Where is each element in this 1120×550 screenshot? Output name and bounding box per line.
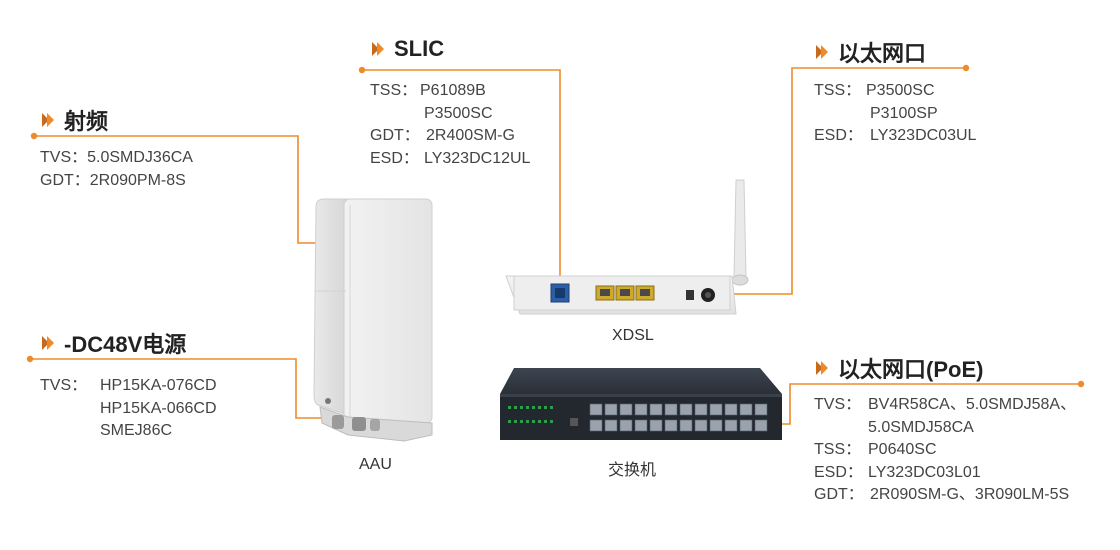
switch-port xyxy=(604,403,618,416)
chevron-right-icon xyxy=(40,335,56,351)
switch-port xyxy=(679,419,693,432)
chevron-right-icon xyxy=(40,112,56,128)
switch-port xyxy=(709,403,723,416)
switch-port xyxy=(634,419,648,432)
dc-section-title: -DC48V电源 xyxy=(40,327,186,359)
spec-label: TVS： xyxy=(814,396,862,413)
spec-row: TSS： P3500SC P3100SP xyxy=(814,80,976,125)
spec-value: BV4R58CA、5.0SMDJ58A、 xyxy=(868,396,1077,413)
aau-caption: AAU xyxy=(359,456,392,473)
spec-row: TVS： 5.0SMDJ36CA xyxy=(40,147,193,170)
eth-section-title: 以太网口 xyxy=(814,36,926,68)
spec-label: GDT： xyxy=(814,486,864,503)
spec-value: P61089B xyxy=(420,82,486,99)
spec-label: ESD： xyxy=(814,127,863,144)
spec-value: 5.0SMDJ36CA xyxy=(87,149,193,166)
switch-port xyxy=(649,403,663,416)
switch-port xyxy=(694,419,708,432)
spec-row: ESD： LY323DC03L01 xyxy=(814,462,1076,485)
slic-title-text: SLIC xyxy=(394,36,445,61)
spec-value: P0640SC xyxy=(868,441,937,458)
spec-value: LY323DC03L01 xyxy=(868,463,981,481)
switch-port xyxy=(724,403,738,416)
spec-value: SMEJ86C xyxy=(100,422,173,439)
switch-port xyxy=(649,419,663,432)
poe-specs: TVS： BV4R58CA、5.0SMDJ58A、 5.0SMDJ58CA TS… xyxy=(814,394,1076,507)
xdsl-caption: XDSL xyxy=(612,327,654,344)
spec-row: GDT： 2R400SM-G xyxy=(370,125,530,148)
spec-value: 2R090SM-G、3R090LM-5S xyxy=(870,486,1070,503)
spec-label: TSS： xyxy=(370,82,418,99)
switch-port xyxy=(664,419,678,432)
switch-port xyxy=(619,419,633,432)
spec-label: TSS： xyxy=(814,82,862,99)
spec-row: GDT： 2R090SM-G、3R090LM-5S xyxy=(814,484,1076,507)
switch-port xyxy=(724,419,738,432)
switch-caption: 交换机 xyxy=(608,462,657,479)
slic-section-title: SLIC xyxy=(370,36,444,62)
spec-value: HP15KA-076CD xyxy=(100,377,217,394)
spec-label: GDT： xyxy=(370,127,420,144)
switch-port xyxy=(589,419,603,432)
aau-device-image xyxy=(313,198,433,442)
rf-specs: TVS： 5.0SMDJ36CA GDT： 2R090PM-8S xyxy=(40,147,193,192)
spec-value: 2R090PM-8S xyxy=(89,171,186,189)
spec-value: LY323DC12UL xyxy=(424,149,531,167)
switch-port xyxy=(739,403,753,416)
spec-row: TVS： HP15KA-076CD HP15KA-066CD SMEJ86C xyxy=(40,375,217,443)
eth-title-text: 以太网口 xyxy=(838,41,927,66)
chevron-right-icon xyxy=(814,44,830,60)
switch-port xyxy=(619,403,633,416)
switch-port xyxy=(664,403,678,416)
spec-row: TSS： P61089B P3500SC xyxy=(370,80,530,125)
switch-port xyxy=(604,419,618,432)
spec-label: ESD： xyxy=(814,463,863,481)
spec-value: P3100SP xyxy=(870,104,938,122)
spec-value: P3500SC xyxy=(866,82,935,99)
switch-port xyxy=(679,403,693,416)
slic-specs: TSS： P61089B P3500SC GDT： 2R400SM-G ESD：… xyxy=(370,80,530,170)
rf-title-text: 射频 xyxy=(64,109,109,134)
spec-label: TVS： xyxy=(40,149,88,166)
eth-specs: TSS： P3500SC P3100SP ESD： LY323DC03UL xyxy=(814,80,976,148)
dc-specs: TVS： HP15KA-076CD HP15KA-066CD SMEJ86C xyxy=(40,375,217,443)
switch-port xyxy=(709,419,723,432)
spec-label: GDT： xyxy=(40,171,90,189)
spec-row: ESD： LY323DC12UL xyxy=(370,148,530,171)
poe-section-title: 以太网口(PoE) xyxy=(814,352,983,384)
rf-section-title: 射频 xyxy=(40,104,108,136)
spec-label: ESD： xyxy=(370,149,419,167)
switch-port xyxy=(754,403,768,416)
spec-label: TSS： xyxy=(814,441,862,458)
switch-port xyxy=(754,419,768,432)
spec-value: 2R400SM-G xyxy=(426,127,515,144)
chevron-right-icon xyxy=(370,41,386,57)
switch-port xyxy=(634,403,648,416)
switch-port xyxy=(694,403,708,416)
spec-row: GDT： 2R090PM-8S xyxy=(40,170,193,193)
spec-value: 5.0SMDJ58CA xyxy=(868,418,974,436)
switch-device-image xyxy=(500,368,782,440)
switch-port xyxy=(739,419,753,432)
dc-title-text: -DC48V电源 xyxy=(64,332,187,357)
spec-value: P3500SC xyxy=(424,104,493,122)
chevron-right-icon xyxy=(814,360,830,376)
poe-title-text: 以太网口(PoE) xyxy=(838,357,984,382)
spec-label: TVS： xyxy=(40,377,88,394)
spec-value: HP15KA-066CD xyxy=(100,399,217,417)
switch-port xyxy=(589,403,603,416)
spec-row: TSS： P0640SC xyxy=(814,439,1076,462)
xdsl-device-image xyxy=(505,179,749,315)
spec-value: LY323DC03UL xyxy=(870,127,977,144)
spec-row: ESD： LY323DC03UL xyxy=(814,125,976,148)
spec-row: TVS： BV4R58CA、5.0SMDJ58A、 5.0SMDJ58CA xyxy=(814,394,1076,439)
